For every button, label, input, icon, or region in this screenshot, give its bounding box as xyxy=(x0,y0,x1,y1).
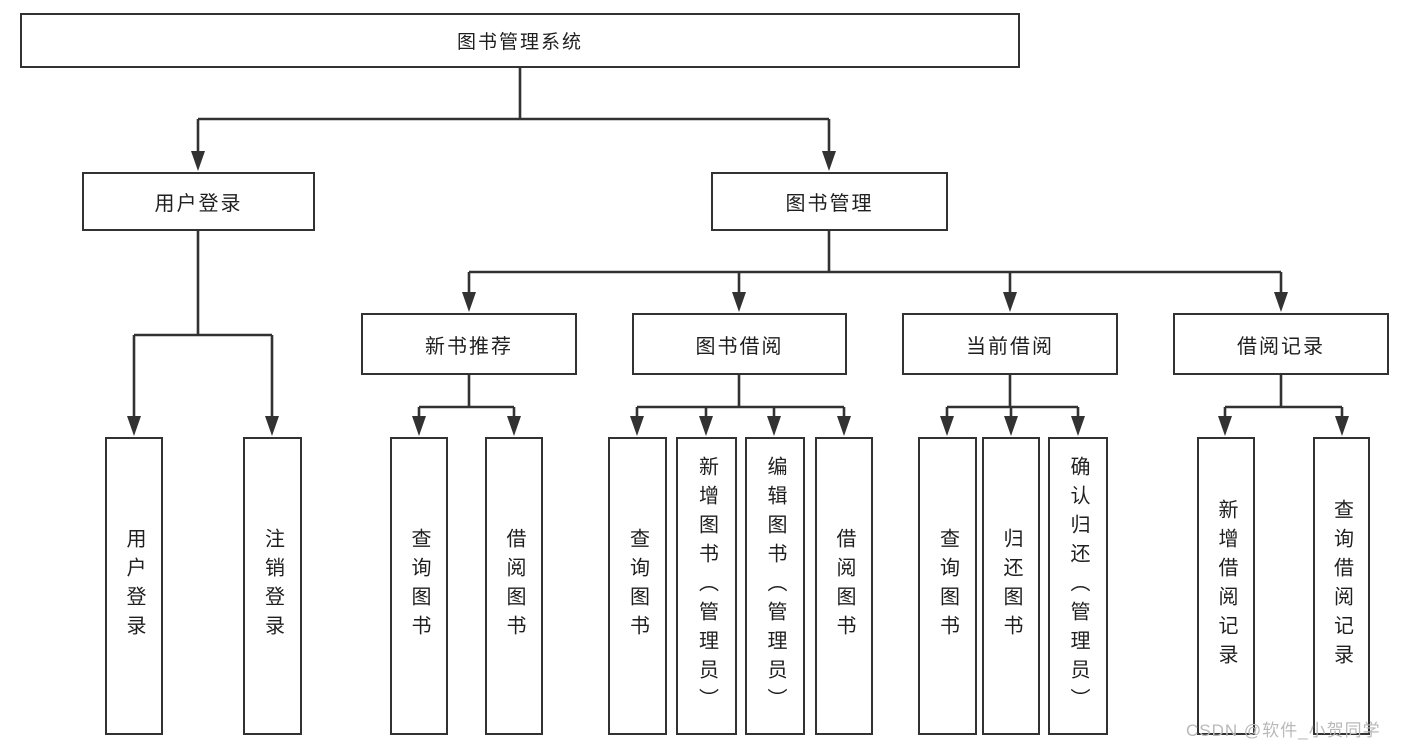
node-leaf-query-books-1: 查询图书 xyxy=(390,437,448,735)
node-leaf-logout: 注销登录 xyxy=(243,437,302,735)
node-book-borrow: 图书借阅 xyxy=(632,313,847,375)
node-leaf-user-login-label: 用户登录 xyxy=(123,528,145,644)
node-leaf-add-borrow-record: 新增借阅记录 xyxy=(1197,437,1255,735)
node-borrow-records: 借阅记录 xyxy=(1173,313,1389,375)
node-leaf-query-borrow-record: 查询借阅记录 xyxy=(1313,437,1370,735)
node-new-book-recommend: 新书推荐 xyxy=(361,313,577,375)
node-leaf-add-book-admin: 新增图书（管理员） xyxy=(676,437,737,735)
node-leaf-borrow-books-1: 借阅图书 xyxy=(485,437,543,735)
node-leaf-borrow-books-1-label: 借阅图书 xyxy=(503,528,525,644)
node-leaf-add-borrow-record-label: 新增借阅记录 xyxy=(1215,499,1237,673)
node-book-borrow-label: 图书借阅 xyxy=(695,335,784,358)
node-leaf-query-books-2: 查询图书 xyxy=(608,437,667,735)
node-leaf-borrow-books-2-label: 借阅图书 xyxy=(833,528,855,644)
node-system: 图书管理系统 xyxy=(20,13,1020,68)
node-leaf-return-book-label: 归还图书 xyxy=(1000,528,1022,644)
node-leaf-confirm-return-admin: 确认归还（管理员） xyxy=(1048,437,1108,735)
node-leaf-query-books-1-label: 查询图书 xyxy=(408,528,430,644)
node-current-borrow: 当前借阅 xyxy=(902,313,1118,375)
node-leaf-logout-label: 注销登录 xyxy=(261,528,284,644)
node-leaf-query-borrow-record-label: 查询借阅记录 xyxy=(1330,499,1353,673)
connector-lines xyxy=(132,68,1344,419)
node-leaf-borrow-books-2: 借阅图书 xyxy=(815,437,873,735)
node-user-login-label: 用户登录 xyxy=(154,193,243,215)
node-leaf-edit-book-admin: 编辑图书（管理员） xyxy=(745,437,805,735)
node-leaf-query-books-3-label: 查询图书 xyxy=(936,528,959,644)
node-book-management-label: 图书管理 xyxy=(785,193,874,215)
node-leaf-add-book-admin-label: 新增图书（管理员） xyxy=(695,455,718,717)
node-current-borrow-label: 当前借阅 xyxy=(966,335,1054,358)
node-leaf-return-book: 归还图书 xyxy=(982,437,1040,735)
node-leaf-edit-book-admin-label: 编辑图书（管理员） xyxy=(764,455,786,717)
connector-arrowheads xyxy=(127,151,1349,436)
node-leaf-query-books-2-label: 查询图书 xyxy=(626,528,649,644)
node-leaf-confirm-return-admin-label: 确认归还（管理员） xyxy=(1067,455,1089,717)
node-book-management: 图书管理 xyxy=(711,172,948,231)
node-leaf-user-login: 用户登录 xyxy=(105,437,163,735)
node-system-label: 图书管理系统 xyxy=(456,32,583,53)
watermark: CSDN @软件_小贺同学 xyxy=(1186,721,1381,740)
node-leaf-query-books-3: 查询图书 xyxy=(918,437,977,735)
node-user-login: 用户登录 xyxy=(82,172,315,231)
node-borrow-records-label: 借阅记录 xyxy=(1237,335,1325,358)
node-new-book-recommend-label: 新书推荐 xyxy=(425,335,513,358)
